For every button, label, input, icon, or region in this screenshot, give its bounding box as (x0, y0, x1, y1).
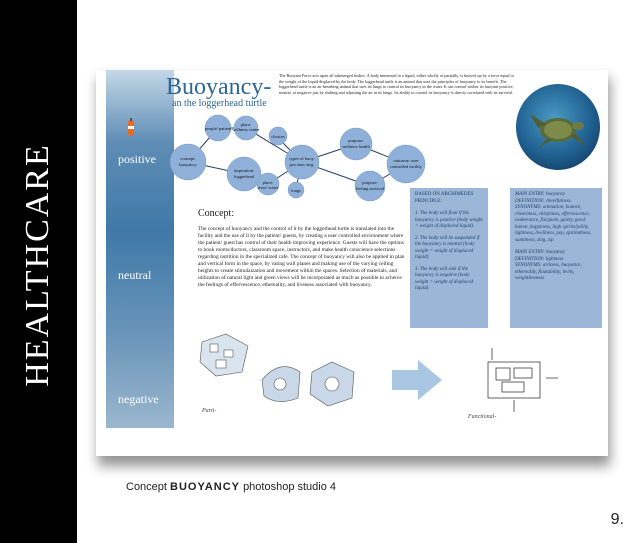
concept-diagram: concept: buoyancy people/ patient inspir… (169, 114, 426, 202)
node-concept-text: concept: (180, 156, 195, 161)
concept-heading: Concept: (198, 208, 235, 219)
node-place-wellness (233, 115, 259, 141)
svg-text:place:: place: (241, 122, 252, 127)
svg-text:pos./neu./neg.: pos./neu./neg. (289, 162, 314, 167)
node-types (284, 144, 320, 180)
floor-plans (199, 333, 558, 412)
svg-text:loggerhead: loggerhead (234, 174, 255, 179)
node-concept (169, 143, 207, 181)
parti-plan-2 (261, 366, 301, 402)
archimedes-heading: BASED ON ARCHIMEDES PRINCIPLE: (415, 192, 474, 204)
turtle-image (516, 84, 600, 170)
node-lungs (287, 181, 305, 199)
node-outcome (386, 144, 426, 184)
node-inspiration (226, 156, 262, 192)
intro-paragraph: The Buoyant Force acts upon all submerge… (279, 73, 514, 95)
svg-text:feeling survival: feeling survival (356, 186, 385, 191)
board-subtitle: an the loggerhead turtle (172, 98, 267, 109)
caption-suffix: photoshop studio 4 (243, 481, 337, 493)
svg-text:types of buoy.: types of buoy. (289, 156, 314, 161)
side-bar: HEALTHCARE (0, 0, 77, 543)
archimedes-box: BASED ON ARCHIMEDES PRINCIPLE: 1. The bo… (410, 188, 488, 328)
node-purpose-feeling (354, 170, 386, 202)
page-number: 9. (610, 511, 624, 528)
node-choices (268, 126, 288, 146)
svg-text:people/ patient: people/ patient (205, 126, 232, 131)
node-place-river (256, 172, 280, 196)
board-title: Buoyancy- (166, 74, 272, 100)
entry1-synonyms: SYNONYMS: animation, bounce, cheeriness,… (515, 205, 592, 243)
label-positive: positive (118, 152, 156, 166)
svg-text:lungs: lungs (291, 188, 301, 193)
entry2-label: MAIN ENTRY: buoyancy (515, 250, 566, 255)
side-title: HEALTHCARE (19, 143, 56, 387)
svg-text:wellness health: wellness health (342, 144, 370, 149)
entry1-definition: DEFINITION: cheerfulness (515, 198, 571, 204)
sea-gradient-strip: positive neutral negative (106, 70, 174, 428)
svg-text:river/ water: river/ water (258, 185, 279, 190)
svg-text:place:: place: (263, 180, 274, 185)
svg-text:wellness center: wellness center (232, 127, 260, 132)
svg-text:controlled facility: controlled facility (390, 164, 423, 169)
concept-body: The concept of buoyancy and the control … (198, 226, 405, 288)
caption-prefix: Concept (126, 481, 167, 493)
definition-box: MAIN ENTRY: buoyancy DEFINITION: cheerfu… (510, 188, 602, 328)
svg-text:buoyancy: buoyancy (179, 162, 197, 167)
functional-plan (487, 348, 558, 412)
concept-board: positive neutral negative Buoyancy- an t… (96, 70, 608, 456)
archimedes-item-2: 2. The body will be suspended if the buo… (415, 235, 480, 261)
node-purpose-wellness (339, 127, 373, 161)
node-people (204, 114, 232, 142)
svg-text:purpose:: purpose: (362, 180, 378, 185)
archimedes-item-1: 1. The body will float if the buoyancy i… (415, 211, 483, 229)
arrow-right-icon (392, 360, 442, 400)
parti-label: Parti- (202, 408, 217, 414)
svg-text:inspiration:: inspiration: (234, 168, 255, 173)
buoy-icon (128, 118, 134, 136)
parti-plan-3 (309, 361, 355, 407)
entry1-label: MAIN ENTRY: buoyancy (515, 192, 566, 197)
entry2-synonyms: SYNONYMS: airiness, buoyance, etherealit… (515, 263, 582, 281)
svg-text:purpose:: purpose: (348, 138, 364, 143)
caption-bold: BUOYANCY (170, 481, 240, 493)
entry2-definition: DEFINITION: lightness (515, 256, 564, 262)
archimedes-item-3: 3. The body will sink if the buoyancy is… (415, 266, 474, 292)
label-negative: negative (118, 392, 159, 406)
parti-plan-1 (199, 333, 249, 377)
svg-text:outcome: user: outcome: user (393, 158, 419, 163)
functional-label: Functional- (468, 414, 497, 420)
svg-text:choices: choices (271, 134, 285, 139)
label-neutral: neutral (118, 268, 152, 282)
caption: Concept BUOYANCY photoshop studio 4 (126, 481, 336, 493)
